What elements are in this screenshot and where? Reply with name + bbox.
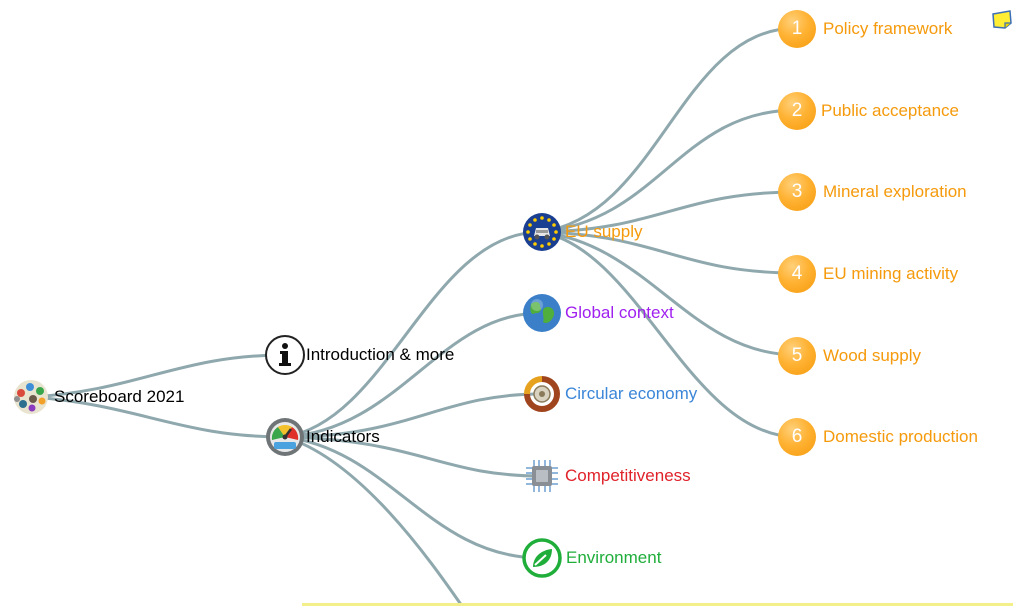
edge-eu-policy-framework xyxy=(539,26,799,234)
wood-supply-label: Wood supply xyxy=(823,346,921,365)
number-badge: 1 xyxy=(778,10,816,48)
edge-indicators-environment xyxy=(283,435,543,560)
edge-eu-mining-activity xyxy=(539,230,799,275)
node-domestic-production[interactable]: 6 Domestic production xyxy=(778,417,978,457)
competitiveness-label: Competitiveness xyxy=(565,466,691,485)
node-circular-economy[interactable]: Circular economy xyxy=(521,374,697,414)
globe-icon xyxy=(523,294,561,332)
node-eu-mining-activity[interactable]: 4 EU mining activity xyxy=(778,254,958,294)
node-mineral-exploration[interactable]: 3 Mineral exploration xyxy=(778,172,967,212)
edge-indicators-competitiveness xyxy=(283,435,543,478)
root-node[interactable]: Scoreboard 2021 xyxy=(9,377,184,417)
leaf-icon xyxy=(522,538,562,578)
node-competitiveness[interactable]: Competitiveness xyxy=(521,456,691,496)
global-context-label: Global context xyxy=(565,303,674,322)
edge-indicators-more xyxy=(283,435,464,606)
mineral-exploration-label: Mineral exploration xyxy=(823,182,967,201)
edge-root-indicators xyxy=(30,395,287,439)
edge-eu-mineral-exploration xyxy=(539,190,799,234)
number-badge: 3 xyxy=(778,173,816,211)
eu-flag-icon xyxy=(523,213,561,251)
edge-root-introduction xyxy=(30,353,287,399)
note-icon[interactable] xyxy=(991,9,1013,31)
number-badge: 2 xyxy=(778,92,816,130)
environment-label: Environment xyxy=(566,548,662,567)
number-badge: 4 xyxy=(778,255,816,293)
chip-icon xyxy=(526,460,558,492)
edge-eu-wood-supply xyxy=(539,230,799,357)
number-badge: 6 xyxy=(778,418,816,456)
recycle-icon xyxy=(524,376,560,412)
node-global-context[interactable]: Global context xyxy=(521,293,674,333)
gauge-icon xyxy=(266,418,304,456)
edge-eu-public-acceptance xyxy=(539,108,799,234)
domestic-production-label: Domestic production xyxy=(823,427,978,446)
info-icon xyxy=(265,335,305,375)
circular-economy-label: Circular economy xyxy=(565,384,698,403)
node-indicators[interactable]: Indicators xyxy=(264,417,380,457)
number-badge: 5 xyxy=(778,337,816,375)
indicators-label: Indicators xyxy=(306,427,380,446)
node-policy-framework[interactable]: 1 Policy framework xyxy=(778,9,952,49)
eu-supply-label: EU supply xyxy=(565,222,643,241)
introduction-label: Introduction & more xyxy=(306,345,455,364)
policy-framework-label: Policy framework xyxy=(823,19,953,38)
edge-indicators-global-context xyxy=(283,311,543,439)
eu-mining-activity-label: EU mining activity xyxy=(823,264,959,283)
root-label: Scoreboard 2021 xyxy=(54,387,185,406)
edge-eu-domestic-production xyxy=(539,230,799,439)
node-wood-supply[interactable]: 5 Wood supply xyxy=(778,336,921,376)
node-eu-supply[interactable]: EU supply xyxy=(521,212,642,252)
bottom-divider xyxy=(302,603,1013,606)
node-environment[interactable]: Environment xyxy=(521,538,661,578)
edge-indicators-eu-supply xyxy=(283,230,543,439)
node-public-acceptance[interactable]: 2 Public acceptance xyxy=(778,91,959,131)
node-introduction[interactable]: Introduction & more xyxy=(264,335,454,375)
scoreboard-cluster-icon xyxy=(14,380,48,414)
public-acceptance-label: Public acceptance xyxy=(821,101,959,120)
edge-indicators-circular-economy xyxy=(283,392,543,439)
